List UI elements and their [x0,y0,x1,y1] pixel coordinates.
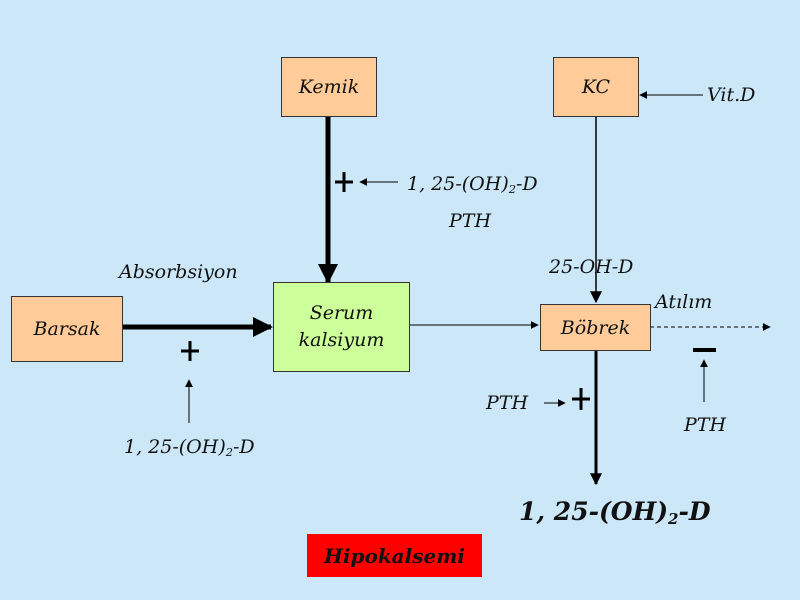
barsak-box: Barsak [11,296,123,362]
bobrek-box: Böbrek [540,304,651,351]
kemik-hormone-label: 1, 25-(OH)2-D [407,173,538,196]
serum-kalsiyum-box: Serum kalsiyum [273,282,410,372]
oh-d-25-label: 25-OH-D [549,256,634,278]
plus-sign-kemik [335,172,353,192]
output-hormone-label: 1, 25-(OH)2-D [519,497,711,528]
plus-sign-bobrek [572,388,590,410]
kemik-label: Kemik [298,76,360,98]
vitd-label: Vit.D [707,84,756,106]
barsak-label: Barsak [33,318,101,340]
kc-label: KC [581,76,611,98]
hipokalsemi-label: Hipokalsemi [307,534,482,577]
bobrek-pth-right-label: PTH [684,414,727,436]
bobrek-pth-left-label: PTH [486,392,529,414]
serum-label-line2: kalsiyum [298,329,385,351]
serum-label-line1: Serum [309,302,374,325]
kc-box: KC [553,57,639,117]
plus-sign-barsak [181,341,199,361]
kemik-pth-label: PTH [449,210,492,232]
barsak-hormone-label: 1, 25-(OH)2-D [124,436,255,459]
kemik-box: Kemik [281,57,377,117]
atilim-label: Atılım [655,291,713,313]
bobrek-label: Böbrek [560,316,631,339]
absorbsiyon-label: Absorbsiyon [119,261,238,283]
